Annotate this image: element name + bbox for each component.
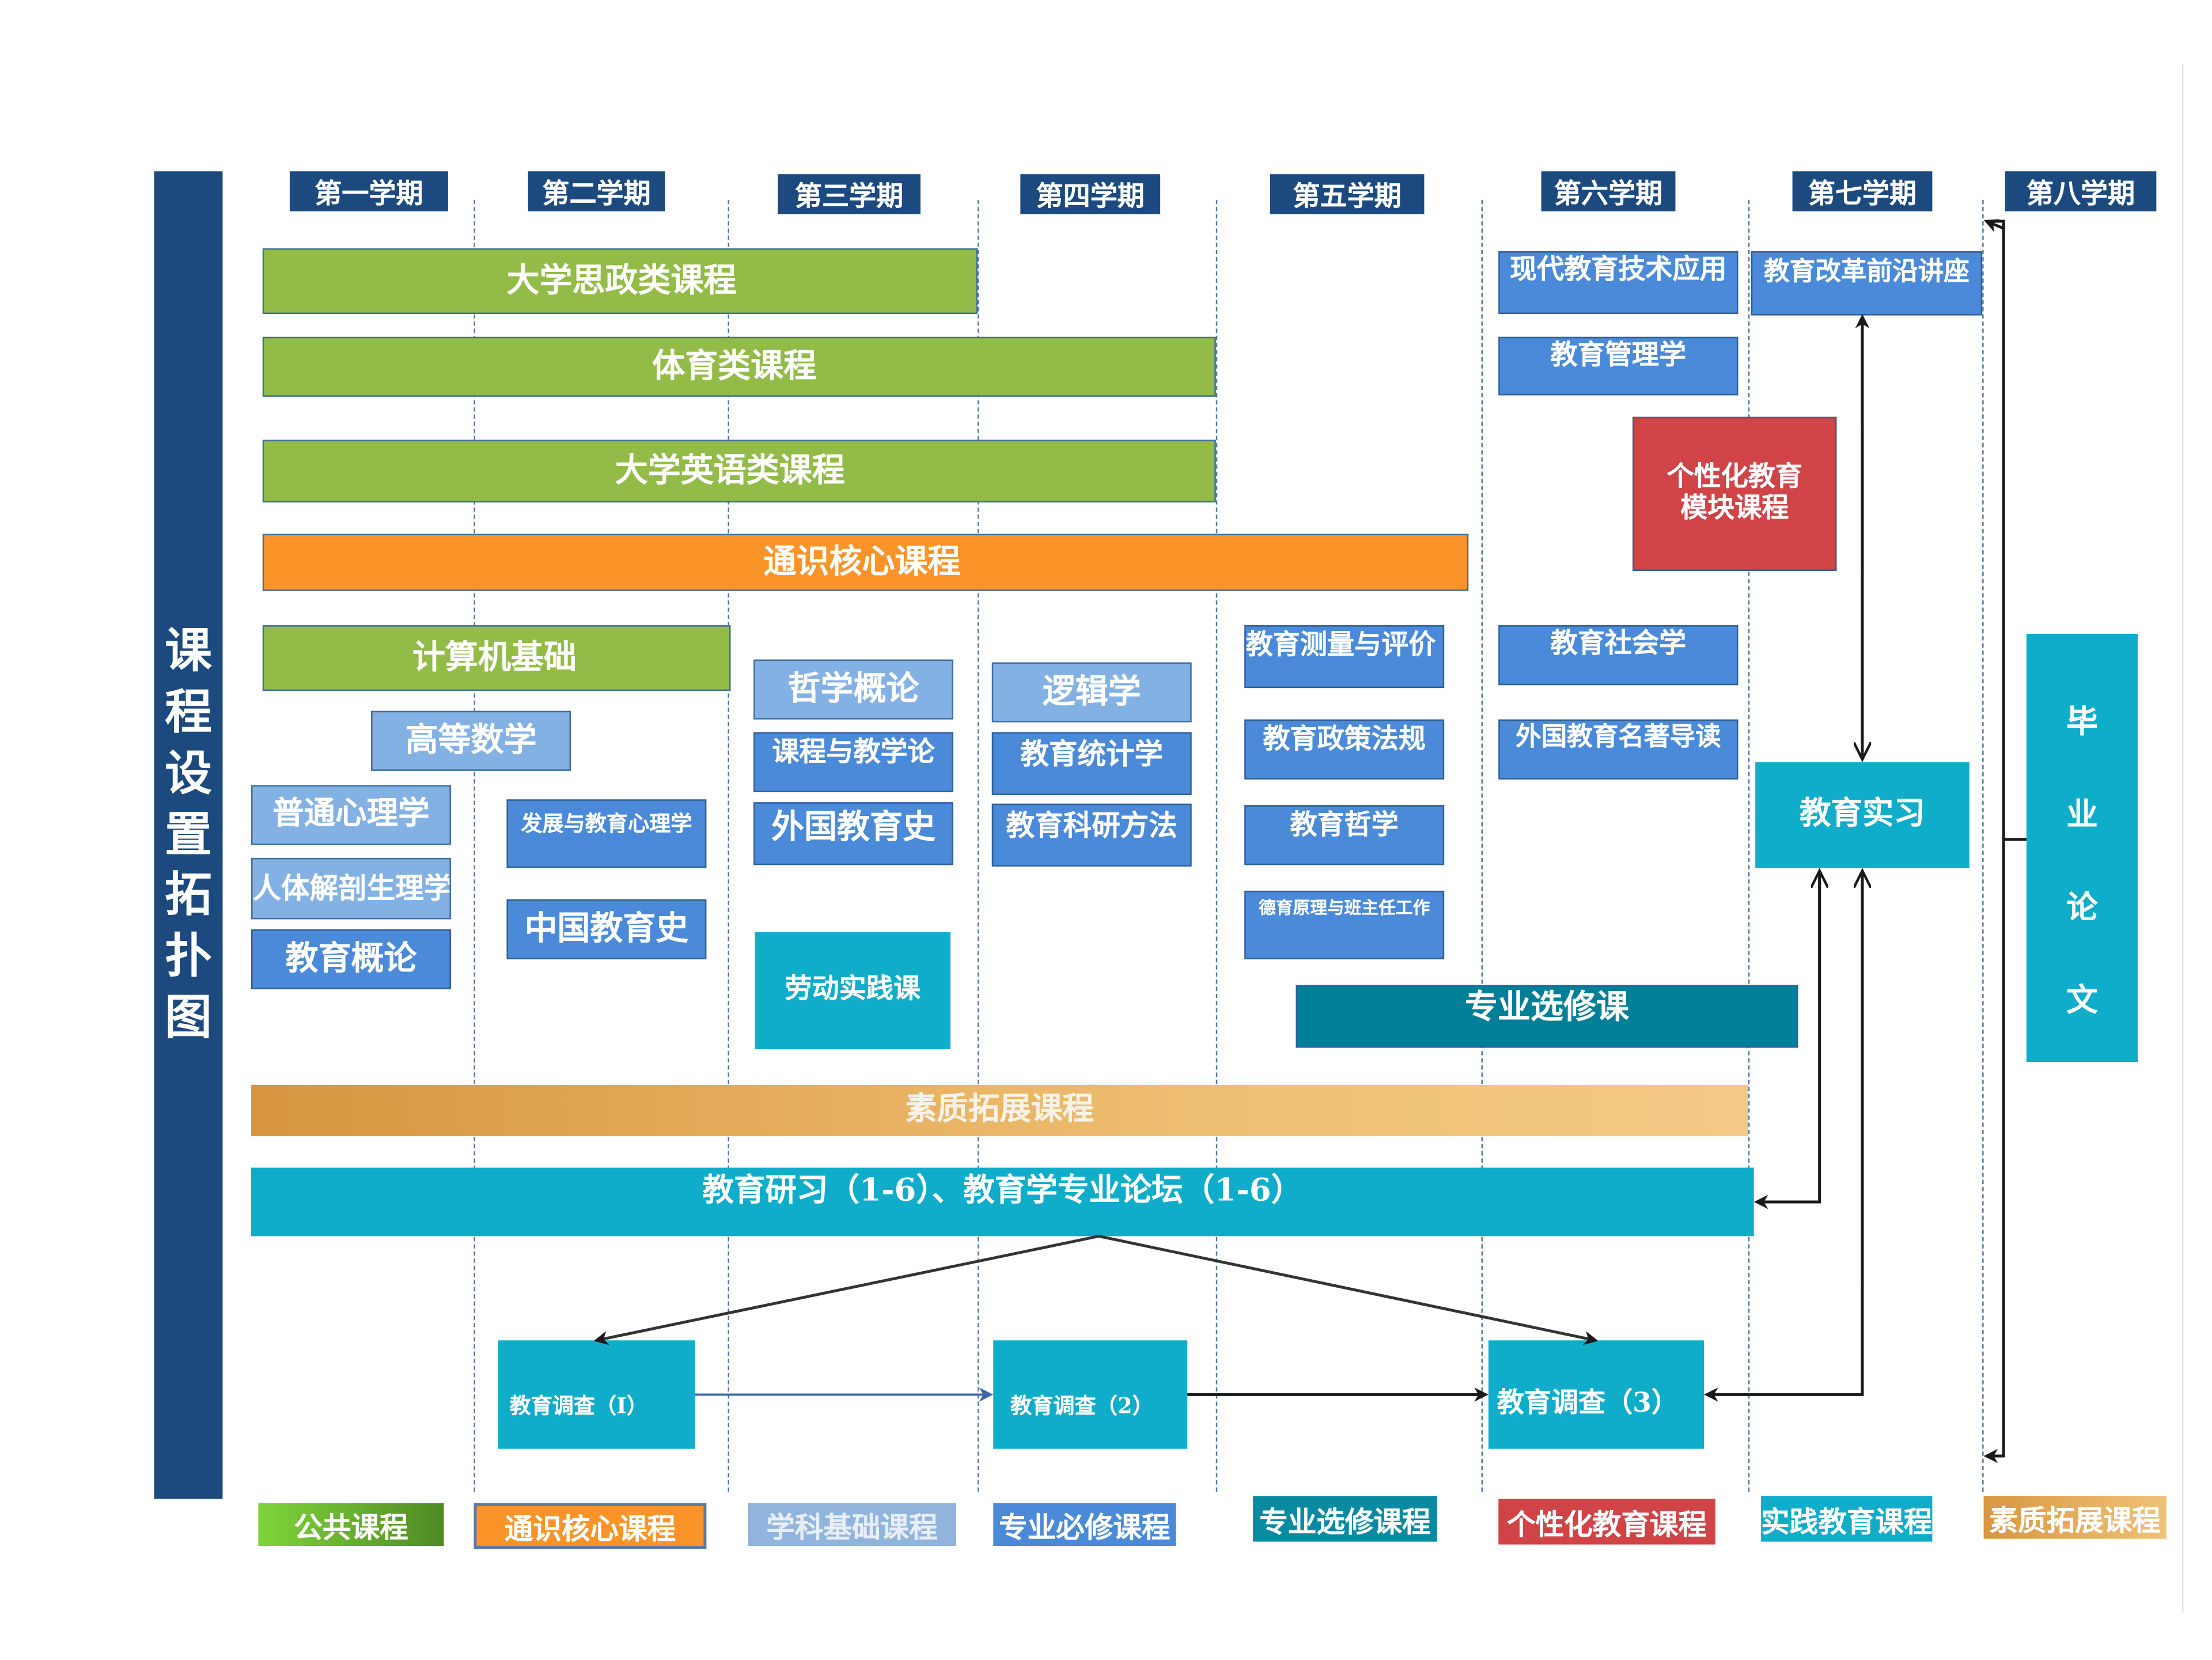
course-survey-1[interactable]: 教育调查（Ⅰ）	[498, 1340, 695, 1449]
course-edu-management[interactable]: 教育管理学	[1498, 336, 1738, 396]
semester-divider	[978, 199, 979, 1492]
diagram-title-char: 设	[165, 744, 212, 800]
semester-divider	[1215, 199, 1218, 1492]
semester-divider	[728, 199, 729, 1492]
course-edu-policy[interactable]: 教育政策法规	[1244, 719, 1445, 780]
legend-major-required: 专业必修课程	[993, 1503, 1176, 1546]
course-foreign-classics[interactable]: 外国教育名著导读	[1498, 719, 1738, 780]
diagram-title-char: 课	[165, 622, 212, 678]
course-modern-edu-tech[interactable]: 现代教育技术应用	[1498, 251, 1738, 315]
thesis-char: 文	[2066, 981, 2098, 1019]
course-bar-research-forum[interactable]: 教育研习（1-6）、教育学专业论坛（1-6）	[251, 1167, 1754, 1237]
diagram-title-char: 拓	[165, 867, 212, 923]
diagram-title-char: 扑	[165, 928, 212, 984]
course-general-psychology[interactable]: 普通心理学	[251, 785, 451, 845]
course-edu-research-methods[interactable]: 教育科研方法	[991, 803, 1192, 867]
diagram-title-char: 图	[165, 989, 212, 1045]
personalized-line-2: 模块课程	[1680, 492, 1789, 524]
bracket-thesis	[1986, 220, 2005, 1458]
course-edu-measurement[interactable]: 教育测量与评价	[1244, 625, 1445, 689]
course-survey-2[interactable]: 教育调查（2）	[993, 1340, 1188, 1449]
diagram-title-char: 程	[165, 683, 212, 739]
course-edu-statistics[interactable]: 教育统计学	[991, 732, 1192, 795]
course-bar-pe[interactable]: 体育类课程	[262, 336, 1216, 397]
course-bar-electives[interactable]: 专业选修课	[1296, 985, 1798, 1048]
semester-header-5: 第五学期	[1270, 174, 1425, 214]
semester-header-2: 第二学期	[528, 171, 665, 211]
course-philosophy[interactable]: 哲学概论	[753, 659, 953, 720]
course-bar-general-core[interactable]: 通识核心课程	[262, 534, 1469, 591]
course-bar-english[interactable]: 大学英语类课程	[262, 440, 1216, 503]
legend-practice: 实践教育课程	[1761, 1496, 1933, 1542]
course-bar-quality[interactable]: 素质拓展课程	[251, 1084, 1748, 1137]
course-moral-education[interactable]: 德育原理与班主任工作	[1244, 890, 1445, 959]
thesis-char: 业	[2066, 796, 2098, 834]
legend-subject-foundation: 学科基础课程	[748, 1503, 956, 1546]
course-curriculum-teaching[interactable]: 课程与教学论	[753, 732, 953, 792]
diagram-title: 课程设置拓扑图	[154, 171, 223, 1499]
legend-quality: 素质拓展课程	[1983, 1496, 2166, 1539]
semester-divider	[1748, 199, 1750, 1492]
semester-header-4: 第四学期	[1020, 174, 1161, 214]
semester-header-8: 第八学期	[2005, 171, 2157, 211]
course-reform-lecture[interactable]: 教育改革前沿讲座	[1751, 251, 1983, 316]
course-developmental-psychology[interactable]: 发展与教育心理学	[506, 799, 707, 868]
legend-major-elective: 专业选修课程	[1253, 1496, 1437, 1542]
course-labor-practice[interactable]: 劳动实践课	[755, 932, 950, 1049]
arrow-research-to-survey3	[1099, 1235, 1599, 1345]
semester-divider	[1481, 199, 1483, 1492]
course-survey-3[interactable]: 教育调查（3）	[1488, 1340, 1705, 1449]
semester-header-7: 第七学期	[1792, 171, 1933, 211]
semester-header-6: 第六学期	[1541, 171, 1676, 211]
thesis-char: 毕	[2066, 704, 2098, 741]
semester-divider	[1982, 199, 1984, 1492]
page-edge	[2181, 64, 2184, 1613]
course-foreign-edu-history[interactable]: 外国教育史	[753, 802, 953, 865]
personalized-line-1: 个性化教育	[1666, 461, 1802, 493]
course-personalized-module[interactable]: 个性化教育 模块课程	[1633, 417, 1837, 571]
semester-divider	[474, 199, 475, 1492]
course-bar-politics[interactable]: 大学思政类课程	[262, 248, 978, 315]
arrow-thesis-top	[1983, 219, 2005, 233]
course-education-intro[interactable]: 教育概论	[251, 929, 451, 989]
legend-public: 公共课程	[258, 1503, 444, 1546]
diagram-title-text: 课程设置拓扑图	[165, 621, 212, 1049]
course-logic[interactable]: 逻辑学	[991, 662, 1192, 723]
thesis-char: 论	[2066, 888, 2098, 927]
diagram-title-char: 置	[165, 806, 212, 862]
course-computer[interactable]: 计算机基础	[262, 625, 731, 691]
course-edu-sociology[interactable]: 教育社会学	[1498, 625, 1738, 686]
course-edu-philosophy[interactable]: 教育哲学	[1244, 805, 1445, 865]
legend-personalized: 个性化教育课程	[1498, 1499, 1715, 1545]
semester-header-3: 第三学期	[778, 174, 921, 214]
legend-general-core: 通识核心课程	[474, 1503, 707, 1549]
course-anatomy[interactable]: 人体解剖生理学	[251, 857, 451, 920]
course-internship[interactable]: 教育实习	[1755, 762, 1969, 868]
arrow-research-to-survey1	[593, 1235, 1100, 1345]
course-thesis[interactable]: 毕 业 论 文	[2026, 633, 2138, 1062]
semester-header-1: 第一学期	[289, 171, 448, 211]
course-advanced-math[interactable]: 高等数学	[371, 710, 571, 771]
course-chinese-edu-history[interactable]: 中国教育史	[506, 899, 707, 959]
